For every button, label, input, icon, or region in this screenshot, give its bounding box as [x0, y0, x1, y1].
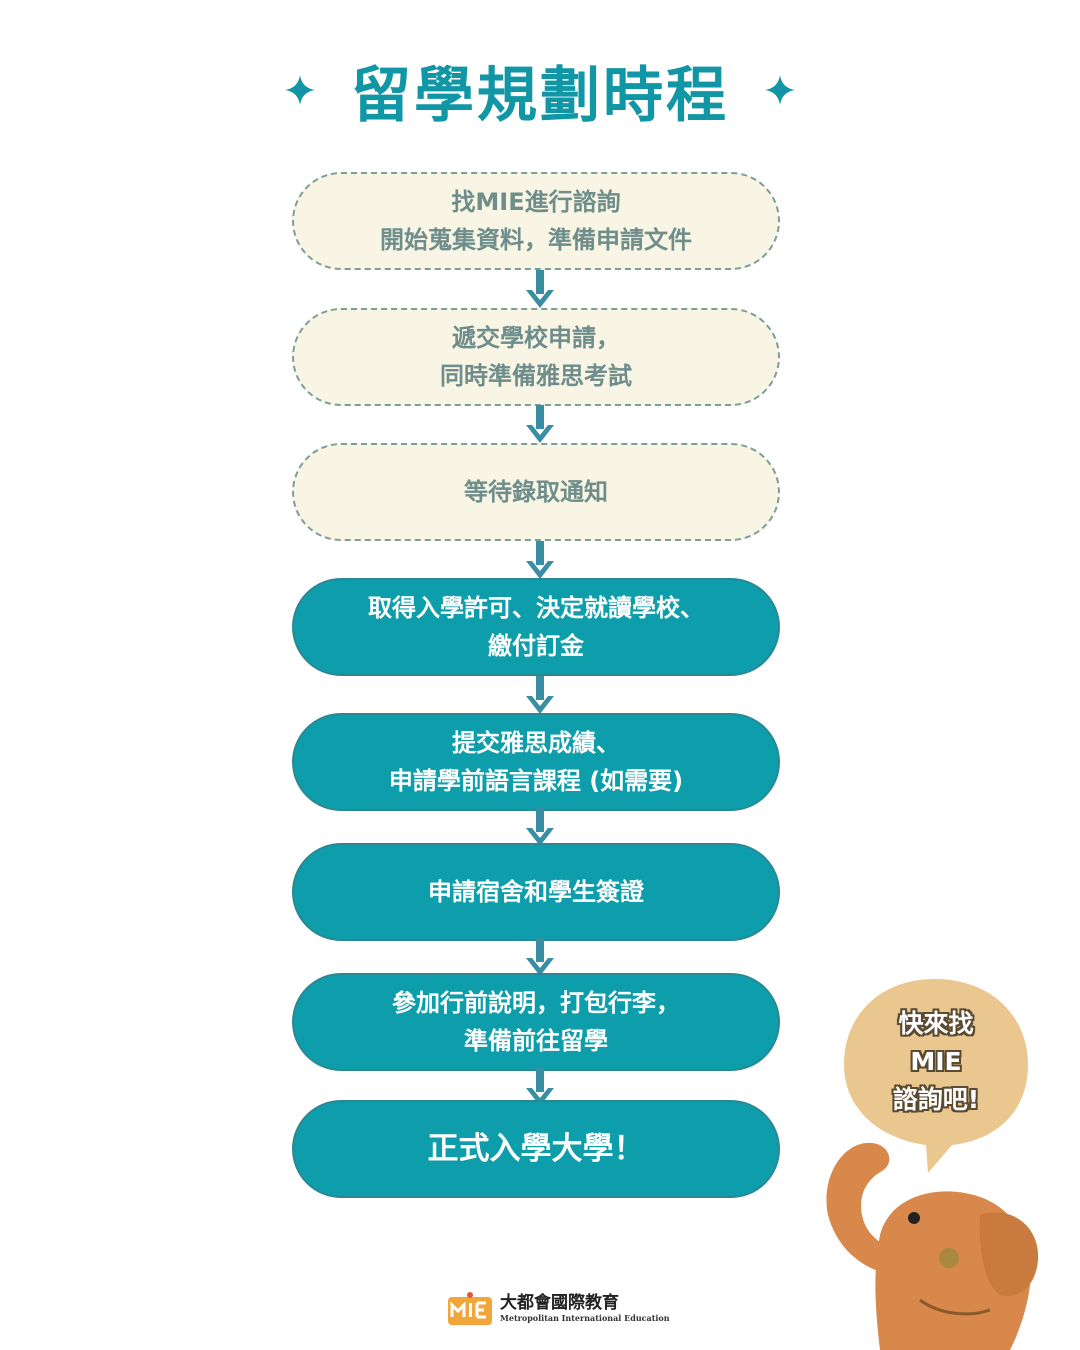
sparkle-icon	[765, 75, 795, 105]
step-line: 正式入學大學！	[427, 1131, 645, 1167]
step-line: 提交雅思成績、	[451, 729, 620, 757]
step-line: 準備前往留學	[464, 1027, 608, 1055]
footer-logo: 大都會國際教育 Metropolitan International Educa…	[448, 1290, 670, 1326]
step-line: 同時準備雅思考試	[440, 362, 632, 390]
arrow-down-icon	[526, 808, 554, 846]
step-line: 申請學前語言課程 (如需要)	[388, 767, 684, 795]
step-line: 等待錄取通知	[464, 478, 608, 506]
step-line: 參加行前說明，打包行李，	[392, 989, 680, 1017]
step-line: 遞交學校申請，	[452, 324, 620, 352]
bubble-line: 快來找	[898, 1009, 974, 1038]
arrow-down-icon	[526, 405, 554, 443]
timeline-step-submit-ielts: 提交雅思成績、 申請學前語言課程 (如需要)	[292, 713, 780, 811]
step-line: 申請宿舍和學生簽證	[428, 878, 644, 906]
bubble-text: 快來找 MIE 諮詢吧!	[856, 1005, 1016, 1119]
arrow-down-icon	[526, 270, 554, 308]
sparkle-icon	[285, 75, 315, 105]
company-name-en: Metropolitan International Education	[500, 1313, 670, 1323]
timeline-step-housing-visa: 申請宿舍和學生簽證	[292, 843, 780, 941]
timeline-step-enrollment: 正式入學大學！	[292, 1100, 780, 1198]
company-name-cn: 大都會國際教育	[500, 1293, 619, 1313]
page-title: 留學規劃時程	[351, 60, 729, 131]
timeline-step-accept-offer: 取得入學許可、決定就讀學校、 繳付訂金	[292, 578, 780, 676]
arrow-down-icon	[526, 541, 554, 579]
timeline-step-await-offer: 等待錄取通知	[292, 443, 780, 541]
timeline-step-consultation: 找MIE進行諮詢 開始蒐集資料，準備申請文件	[292, 172, 780, 270]
step-line: 找MIE進行諮詢	[451, 188, 621, 216]
arrow-down-icon	[526, 1068, 554, 1106]
arrow-down-icon	[526, 938, 554, 976]
step-line: 開始蒐集資料，準備申請文件	[380, 226, 692, 254]
speech-bubble	[844, 979, 1028, 1173]
bubble-line: 諮詢吧!	[892, 1085, 980, 1114]
elephant-mascot	[826, 1142, 1039, 1350]
bubble-line: MIE	[910, 1047, 962, 1076]
mie-logo-icon	[448, 1292, 492, 1325]
title-row: 留學規劃時程	[0, 50, 1080, 131]
timeline-step-pre-departure: 參加行前說明，打包行李， 準備前往留學	[292, 973, 780, 1071]
step-line: 取得入學許可、決定就讀學校、	[368, 594, 704, 622]
arrow-down-icon	[526, 676, 554, 714]
timeline-step-submit-application: 遞交學校申請， 同時準備雅思考試	[292, 308, 780, 406]
step-line: 繳付訂金	[488, 632, 584, 660]
